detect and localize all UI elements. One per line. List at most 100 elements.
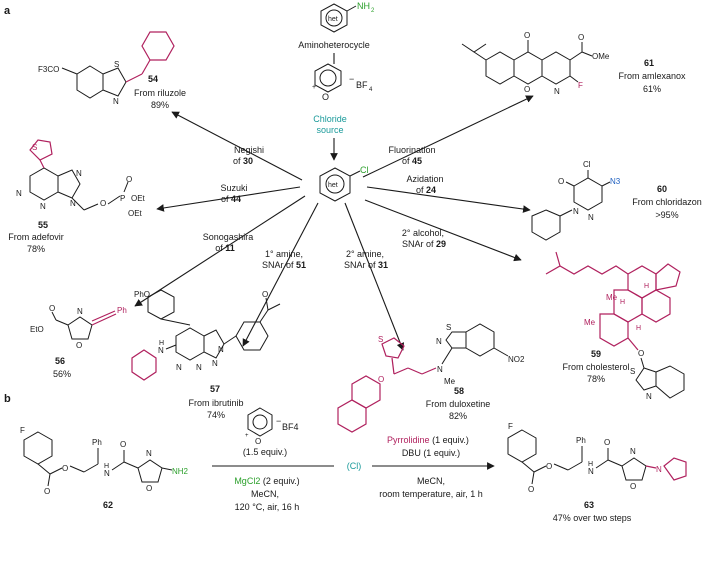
svg-text:S: S: [630, 367, 635, 376]
svg-text:EtO: EtO: [30, 325, 44, 334]
panel-label-a: a: [4, 5, 11, 17]
product-57-yield: 74%: [207, 410, 225, 420]
svg-text:O: O: [630, 482, 636, 491]
svg-text:N: N: [554, 87, 560, 96]
product-60-structure: Cl O N3 N N: [531, 160, 621, 241]
svg-text:SNAr of 29: SNAr of 29: [402, 239, 446, 249]
svg-text:N3: N3: [610, 177, 621, 186]
svg-text:H: H: [620, 299, 625, 306]
svg-text:N: N: [196, 363, 202, 372]
intermediate-cl: (Cl): [347, 461, 362, 471]
svg-text:S: S: [114, 60, 119, 69]
svg-text:OEt: OEt: [131, 194, 146, 203]
svg-text:Me: Me: [584, 318, 596, 327]
svg-text:N: N: [77, 307, 83, 316]
svg-text:H: H: [644, 283, 649, 290]
svg-text:O: O: [120, 440, 126, 449]
step1-conditions: 120 °C, air, 16 h: [235, 502, 300, 512]
step1-equiv: (1.5 equiv.): [243, 447, 287, 457]
product-61-number: 61: [644, 58, 654, 68]
svg-text:N: N: [16, 189, 22, 198]
svg-text:P: P: [120, 194, 125, 203]
svg-text:N: N: [646, 392, 652, 401]
svg-text:NH2: NH2: [172, 467, 189, 476]
svg-text:O: O: [44, 487, 50, 496]
product-61-yield: 61%: [643, 84, 661, 94]
pyrylium-reagent: O + − BF 4: [312, 63, 373, 102]
svg-text:1° amine,: 1° amine,: [265, 249, 303, 259]
product-60-yield: >95%: [655, 210, 678, 220]
reaction-label-2-alcohol: 2° alcohol, SNAr of 29: [402, 228, 446, 249]
svg-text:F: F: [20, 426, 25, 435]
center-het-label: het: [328, 182, 338, 189]
svg-text:2° amine,: 2° amine,: [346, 249, 384, 259]
product-57-number: 57: [210, 384, 220, 394]
step2-conditions: room temperature, air, 1 h: [379, 489, 483, 499]
arrow-2-alcohol: [364, 199, 522, 262]
product-58-source: From duloxetine: [426, 399, 491, 409]
svg-text:Me: Me: [606, 293, 618, 302]
arrow-2-amine: [344, 202, 405, 351]
svg-text:O: O: [638, 349, 644, 358]
arrow-sonogashira: [134, 195, 306, 307]
f3co-label: F3CO: [38, 65, 59, 74]
center-cl-label: Cl: [360, 165, 369, 175]
svg-text:O: O: [604, 438, 610, 447]
svg-text:Me: Me: [444, 377, 456, 386]
svg-text:SNAr of 31: SNAr of 31: [344, 260, 388, 270]
svg-text:N: N: [146, 449, 152, 458]
bf4-subscript: 4: [369, 87, 373, 93]
svg-text:−: −: [276, 416, 281, 426]
svg-text:SNAr of 51: SNAr of 51: [262, 260, 306, 270]
svg-text:N: N: [76, 169, 82, 178]
svg-text:Ph: Ph: [576, 436, 586, 445]
svg-text:NO2: NO2: [508, 355, 525, 364]
product-59-yield: 78%: [587, 374, 605, 384]
svg-text:N: N: [436, 337, 442, 346]
svg-text:O: O: [49, 304, 55, 313]
product-59-structure: Me Me H H H O S N: [545, 251, 685, 401]
arrow-negishi: [171, 111, 303, 181]
svg-text:Negishi: Negishi: [234, 145, 264, 155]
nh2-label: NH: [357, 1, 370, 11]
compound-63-yield: 47% over two steps: [553, 513, 632, 523]
step1-solvent: MeCN,: [251, 489, 279, 499]
compound-62-structure: F O O Ph N H O N O NH2: [20, 426, 189, 496]
product-57-structure: PhO N N N N O N H: [131, 289, 281, 381]
product-56-number: 56: [55, 356, 65, 366]
svg-text:S: S: [32, 143, 37, 152]
svg-text:O: O: [100, 199, 106, 208]
svg-text:F: F: [508, 422, 513, 431]
svg-text:O: O: [524, 31, 530, 40]
svg-text:Ph: Ph: [92, 438, 102, 447]
product-58-structure: S N NO2 N Me S O: [337, 323, 525, 433]
product-55-source: From adefovir: [8, 232, 64, 242]
product-58-number: 58: [454, 386, 464, 396]
svg-text:H: H: [636, 325, 641, 332]
svg-text:H: H: [104, 463, 109, 470]
reaction-label-sonogashira: Sonogashira of 11: [203, 232, 254, 253]
svg-text:N: N: [212, 359, 218, 368]
svg-text:N: N: [218, 345, 224, 354]
product-55-yield: 78%: [27, 244, 45, 254]
product-59-source: From cholesterol: [562, 362, 629, 372]
svg-text:PhO: PhO: [134, 290, 150, 299]
arrow-fluorination: [362, 95, 534, 178]
arrow-azidation: [366, 186, 531, 213]
svg-text:O: O: [378, 375, 384, 384]
step1-pyrylium: O + − BF4: [245, 407, 299, 446]
product-55-structure: S N N N N O P O OEt OEt: [16, 139, 146, 218]
svg-text:O: O: [76, 341, 82, 350]
product-60-source: From chloridazon: [632, 197, 702, 207]
svg-text:N: N: [437, 365, 443, 374]
svg-text:F: F: [578, 81, 583, 90]
reaction-label-suzuki: Suzuki of 44: [220, 183, 247, 204]
svg-text:O: O: [146, 484, 152, 493]
svg-text:O: O: [524, 85, 530, 94]
chloroheterocycle-center: het Cl: [319, 165, 369, 202]
source-label: source: [316, 125, 343, 135]
svg-text:of 30: of 30: [233, 156, 253, 166]
svg-text:Ph: Ph: [117, 306, 127, 315]
svg-text:O: O: [262, 290, 268, 299]
